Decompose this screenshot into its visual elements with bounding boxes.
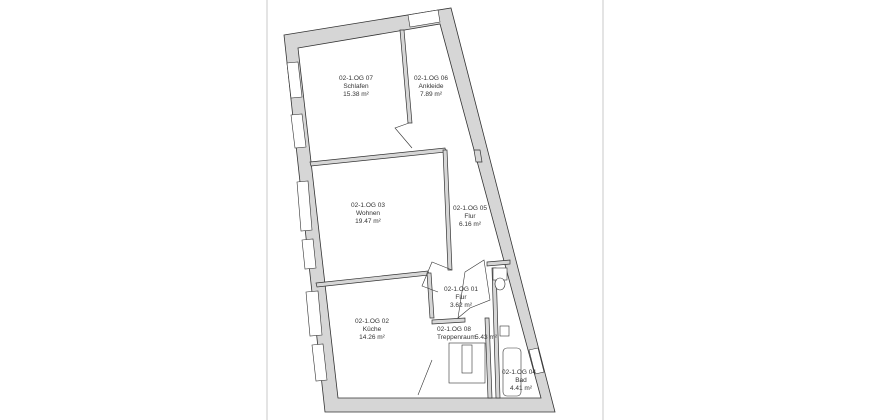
room-label-schlafen: 02-1.OG 07 Schlafen 15.38 m² [339, 75, 373, 98]
outer-wall [283, 7, 556, 413]
svg-text:5.43 m²: 5.43 m² [475, 334, 498, 341]
svg-text:02-1.OG 02: 02-1.OG 02 [355, 318, 389, 325]
svg-text:Küche: Küche [363, 326, 382, 333]
toilet-bowl-icon [494, 277, 506, 291]
room-label-treppenraum: 02-1.OG 08 Treppenraum 5.43 m² [437, 326, 498, 341]
windows [286, 9, 545, 382]
doors [394, 122, 491, 396]
svg-text:14.26 m²: 14.26 m² [359, 334, 385, 341]
bathtub-icon [502, 347, 522, 397]
svg-text:02-1.OG 07: 02-1.OG 07 [339, 75, 373, 82]
sink-icon [499, 325, 510, 337]
svg-text:Treppenraum: Treppenraum [437, 334, 476, 341]
room-label-kueche: 02-1.OG 02 Küche 14.26 m² [355, 318, 389, 341]
svg-text:6.16 m²: 6.16 m² [459, 221, 482, 228]
room-label-flur-05: 02-1.OG 05 Flur 6.16 m² [453, 205, 487, 228]
svg-text:02-1.OG 08: 02-1.OG 08 [437, 326, 471, 333]
svg-text:Wohnen: Wohnen [356, 210, 380, 217]
svg-text:02-1.OG 01: 02-1.OG 01 [444, 286, 478, 293]
room-label-flur-01: 02-1.OG 01 Flur 3.62 m² [444, 286, 478, 309]
svg-text:7.89 m²: 7.89 m² [420, 91, 443, 98]
svg-text:02-1.OG 04: 02-1.OG 04 [502, 369, 536, 376]
svg-text:4.41 m²: 4.41 m² [510, 385, 533, 392]
room-label-bad: 02-1.OG 04 Bad 4.41 m² [502, 369, 536, 392]
svg-text:Schlafen: Schlafen [343, 83, 369, 90]
room-label-ankleide: 02-1.OG 06 Ankleide 7.89 m² [414, 75, 448, 98]
svg-text:3.62 m²: 3.62 m² [450, 302, 473, 309]
svg-text:19.47 m²: 19.47 m² [355, 218, 381, 225]
svg-text:02-1.OG 05: 02-1.OG 05 [453, 205, 487, 212]
staircase [448, 342, 486, 384]
svg-text:02-1.OG 03: 02-1.OG 03 [351, 202, 385, 209]
svg-text:Flur: Flur [455, 294, 467, 301]
svg-text:Flur: Flur [464, 213, 476, 220]
svg-text:02-1.OG 06: 02-1.OG 06 [414, 75, 448, 82]
sanitary-fixtures [492, 267, 522, 397]
svg-text:Ankleide: Ankleide [419, 83, 444, 90]
svg-text:15.38 m²: 15.38 m² [343, 91, 369, 98]
svg-text:Bad: Bad [515, 377, 527, 384]
room-label-wohnen: 02-1.OG 03 Wohnen 19.47 m² [351, 202, 385, 225]
